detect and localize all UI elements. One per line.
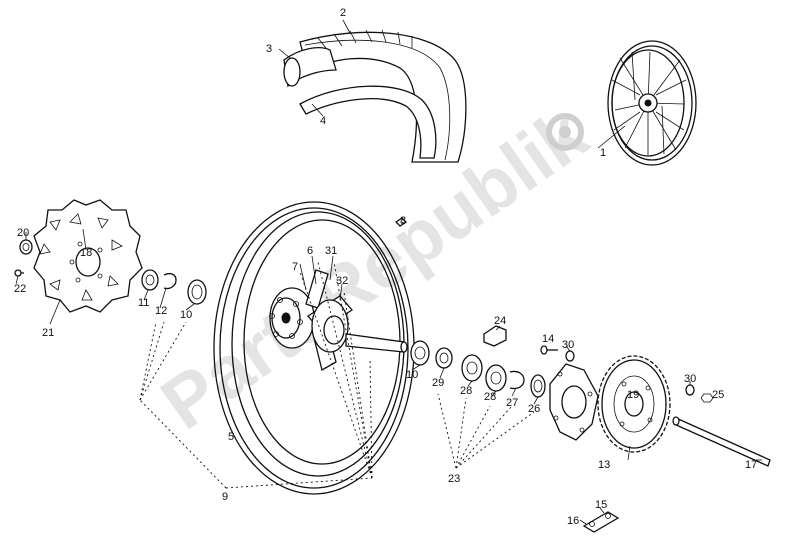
callout-30-b: 30 — [684, 373, 696, 385]
callout-3: 3 — [266, 43, 272, 55]
callout-30-a: 30 — [562, 339, 574, 351]
callout-2: 2 — [340, 7, 346, 19]
callout-labels: 1 2 3 4 5 6 7 8 9 10 10 11 12 13 14 15 1… — [14, 7, 757, 527]
callout-14: 14 — [542, 333, 554, 345]
callout-25: 25 — [712, 389, 724, 401]
callout-9: 9 — [222, 491, 228, 503]
nut — [565, 350, 714, 403]
disc-bolt — [14, 239, 33, 277]
callout-7: 7 — [292, 261, 298, 273]
callout-19: 19 — [627, 389, 639, 401]
sprocket-carrier — [549, 363, 599, 441]
callout-20: 20 — [17, 227, 29, 239]
sprocket-bolt — [540, 345, 558, 355]
brake-disc — [33, 199, 143, 313]
callout-31: 31 — [325, 245, 337, 257]
callout-6: 6 — [307, 245, 313, 257]
callout-16: 16 — [567, 515, 579, 527]
callout-18: 18 — [80, 247, 92, 259]
rear-sprocket — [597, 355, 671, 453]
callout-5: 5 — [228, 431, 234, 443]
callout-24: 24 — [494, 315, 506, 327]
right-bearings — [410, 340, 546, 398]
dotted-leader-group — [139, 261, 535, 489]
callout-10-left: 10 — [180, 309, 192, 321]
callout-17: 17 — [745, 459, 757, 471]
valve — [394, 217, 408, 227]
left-bearings — [141, 269, 207, 305]
callout-28-a: 28 — [460, 385, 472, 397]
callout-32: 32 — [336, 275, 348, 287]
complete-wheel — [607, 40, 697, 166]
rear-axle — [672, 416, 771, 467]
callout-29: 29 — [432, 377, 444, 389]
callout-28-b: 28 — [484, 391, 496, 403]
callout-27: 27 — [506, 397, 518, 409]
callout-23: 23 — [448, 473, 460, 485]
cush-drive-rubber — [483, 325, 507, 347]
callout-26: 26 — [528, 403, 540, 415]
callout-21: 21 — [42, 327, 54, 339]
chain-master-link — [582, 511, 620, 533]
callout-4: 4 — [320, 115, 326, 127]
tire-assembly — [283, 29, 467, 163]
callout-22: 22 — [14, 283, 26, 295]
leader-lines — [15, 19, 762, 525]
callout-13: 13 — [598, 459, 610, 471]
callout-10-right: 10 — [406, 369, 418, 381]
callout-12: 12 — [155, 305, 167, 317]
callout-8: 8 — [400, 215, 406, 227]
callout-11: 11 — [138, 297, 149, 309]
callout-15: 15 — [595, 499, 607, 511]
callout-1: 1 — [600, 147, 606, 159]
